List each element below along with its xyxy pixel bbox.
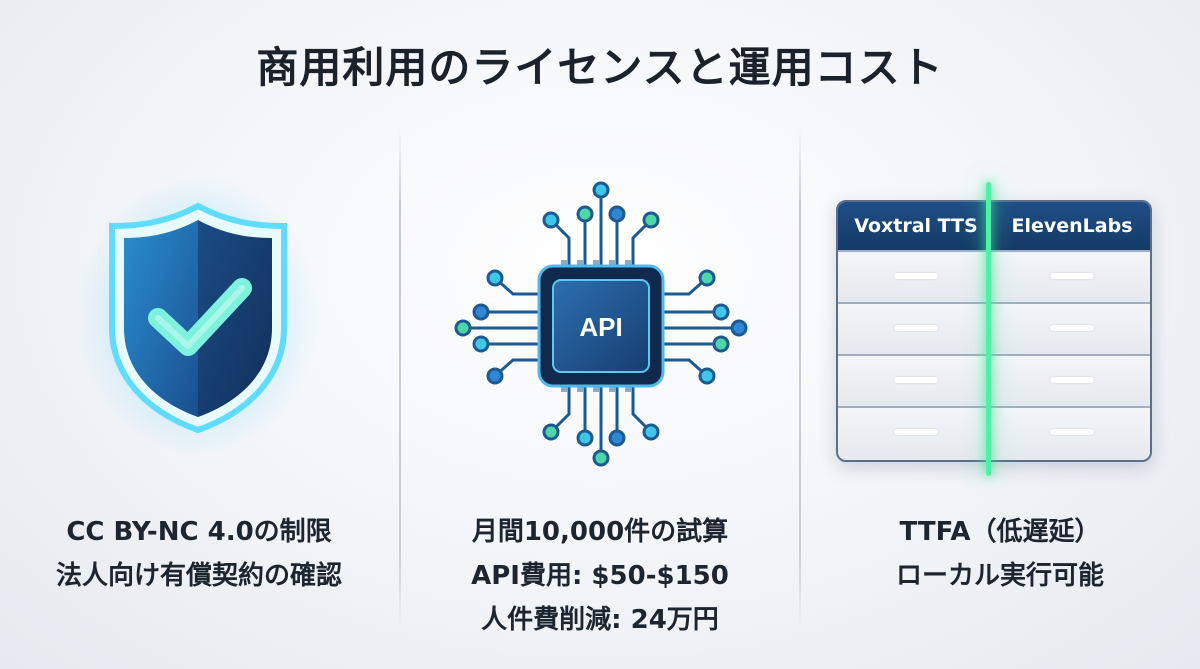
- license-captions: CC BY-NC 4.0の制限 法人向け有償契約の確認: [0, 510, 398, 598]
- comparison-table-icon: Voxtral TTS ElevenLabs: [801, 128, 1199, 488]
- table-header: Voxtral TTS ElevenLabs: [838, 202, 1150, 250]
- table-row: [838, 250, 1150, 304]
- comparison-captions: TTFA（低遅延） ローカル実行可能: [801, 510, 1199, 598]
- api-chip-icon: API: [401, 128, 799, 488]
- comparison-panel: Voxtral TTS ElevenLabs TTFA（低遅延） ローカル実行可…: [801, 128, 1199, 648]
- chip-label: API: [579, 312, 622, 342]
- column-divider: [799, 128, 801, 628]
- column-divider: [399, 128, 401, 628]
- api-cost-panel: API 月間10,000件の試算 API費用: $50-$150 人件費削減: …: [401, 128, 799, 648]
- caption-line: TTFA（低遅延）: [899, 517, 1101, 547]
- license-panel: CC BY-NC 4.0の制限 法人向け有償契約の確認: [0, 128, 398, 648]
- column-header: Voxtral TTS: [854, 215, 978, 237]
- caption-line: 月間10,000件の試算: [471, 517, 729, 547]
- table-row: [838, 406, 1150, 460]
- page-title: 商用利用のライセンスと運用コスト: [256, 43, 944, 92]
- caption-line: 法人向け有償契約の確認: [55, 561, 342, 591]
- glow-divider: [986, 182, 991, 476]
- table-row: [838, 302, 1150, 356]
- table-row: [838, 354, 1150, 408]
- caption-line: CC BY-NC 4.0の制限: [66, 517, 332, 547]
- column-header: ElevenLabs: [1011, 215, 1133, 237]
- caption-line: ローカル実行可能: [895, 561, 1104, 591]
- caption-line: 人件費削減: 24万円: [481, 605, 719, 635]
- shield-check-icon: [0, 128, 398, 488]
- caption-line: API費用: $50-$150: [471, 561, 729, 591]
- comparison-table: Voxtral TTS ElevenLabs: [836, 200, 1152, 462]
- api-cost-captions: 月間10,000件の試算 API費用: $50-$150 人件費削減: 24万円: [401, 510, 799, 642]
